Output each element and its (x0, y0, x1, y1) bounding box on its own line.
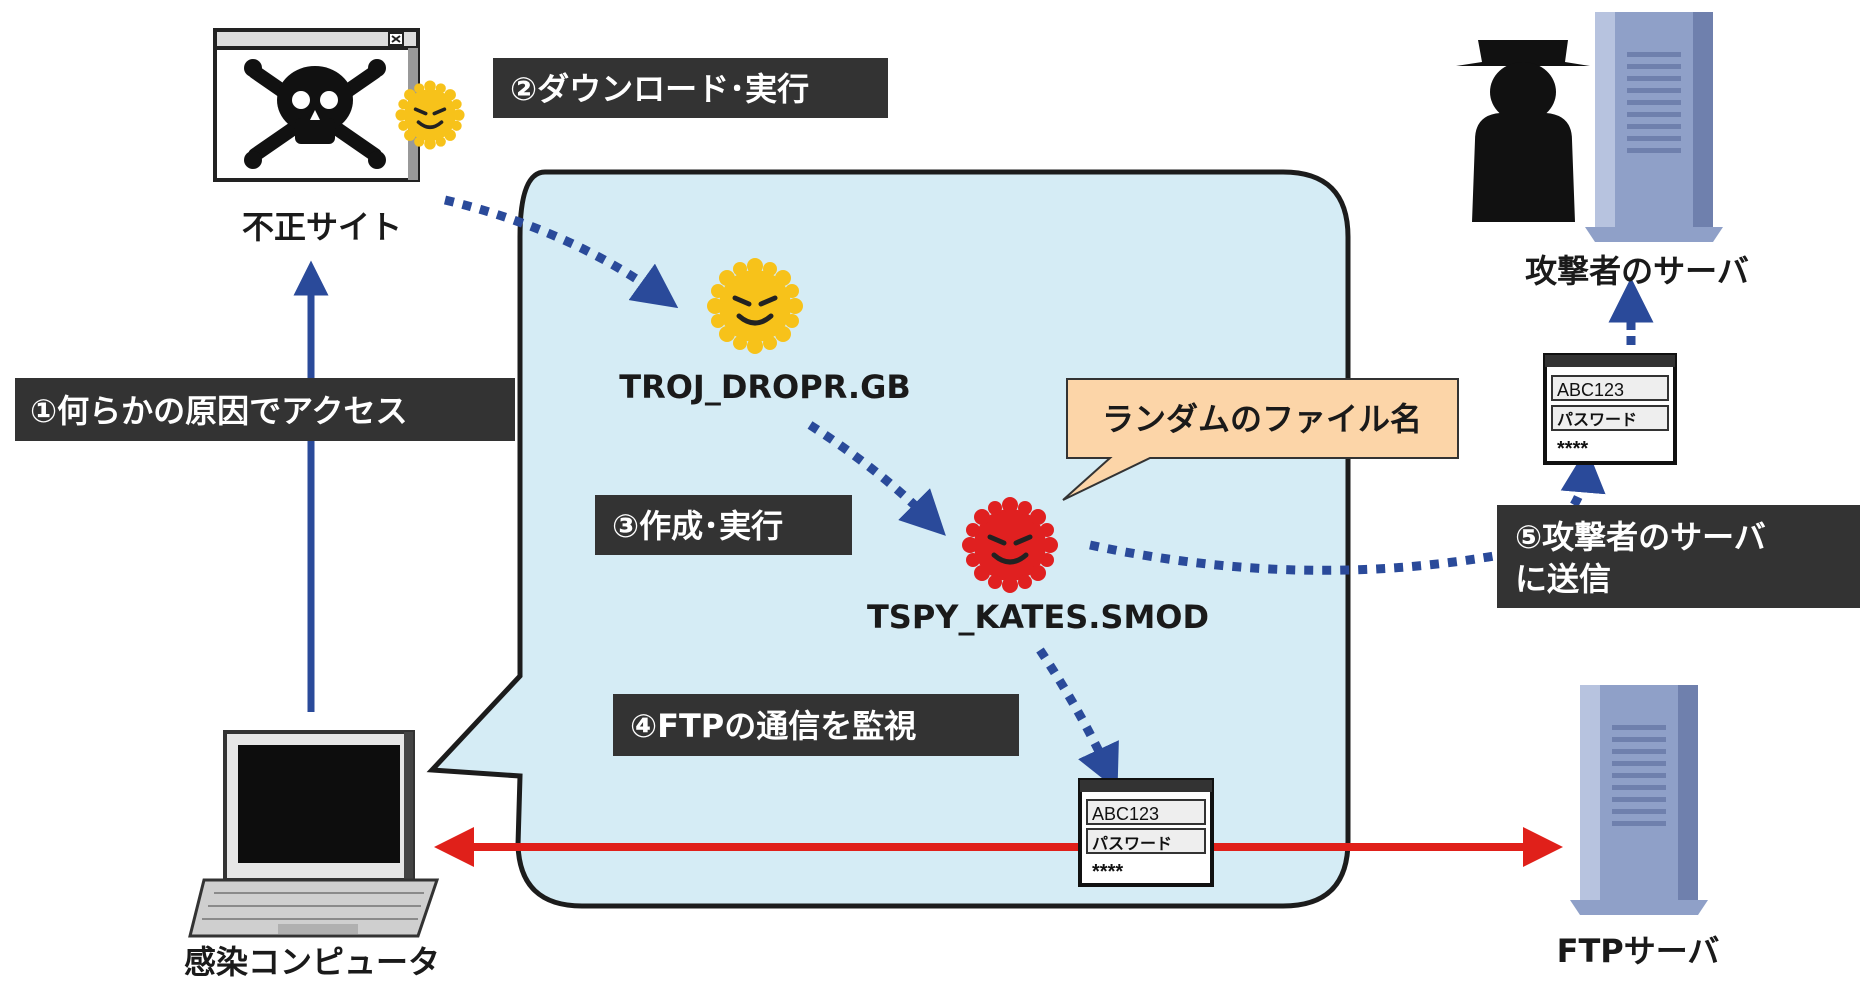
sent-credentials-card: ABC123 パスワード **** (1543, 353, 1677, 465)
step2-label: ②ダウンロード･実行 (510, 70, 809, 108)
attacker-server-icon (1585, 12, 1723, 242)
sent-masked-text: **** (1557, 438, 1588, 460)
create-execute-arrow (807, 421, 946, 536)
step4-box (613, 694, 1019, 756)
step1-box (15, 378, 515, 441)
ftp-server-label: FTPサーバ (1557, 932, 1720, 970)
laptop-icon (188, 730, 440, 938)
step1-label: ①何らかの原因でアクセス (30, 392, 408, 430)
sent-password-label: パスワード (1557, 411, 1637, 429)
malicious-site-label: 不正サイト (242, 208, 402, 246)
step4-label: ④FTPの通信を監視 (630, 707, 916, 745)
random-filename-callout (1062, 378, 1459, 501)
captured-credentials-card: ABC123 パスワード **** (1078, 778, 1214, 887)
step5-label-line1: ⑤攻撃者のサーバ (1515, 518, 1766, 556)
step5-box (1497, 505, 1860, 608)
random-filename-text: ランダムのファイル名 (1102, 400, 1422, 438)
infected-pc-label: 感染コンピュータ (184, 943, 440, 981)
ftp-server-icon (1570, 685, 1708, 915)
dropper-virus-icon (707, 258, 803, 354)
malicious-site-window-icon (213, 28, 420, 182)
skull-crossbones-icon (244, 59, 386, 169)
downloaded-virus-icon (393, 78, 467, 152)
step3-box (595, 495, 852, 555)
sent-id-text: ABC123 (1557, 380, 1624, 400)
spyware-label: TSPY_KATES.SMOD (867, 598, 1209, 636)
captured-id-text: ABC123 (1092, 804, 1159, 824)
captured-password-label: パスワード (1092, 835, 1172, 853)
step5-label-line2: に送信 (1515, 560, 1611, 598)
dropper-label: TROJ_DROPR.GB (619, 368, 910, 406)
captured-masked-text: **** (1092, 861, 1123, 883)
spyware-virus-icon (962, 497, 1058, 593)
step2-box (493, 58, 888, 118)
step3-label: ③作成･実行 (612, 507, 783, 545)
attacker-server-label: 攻撃者のサーバ (1525, 252, 1749, 290)
attacker-silhouette-icon (1456, 40, 1590, 222)
